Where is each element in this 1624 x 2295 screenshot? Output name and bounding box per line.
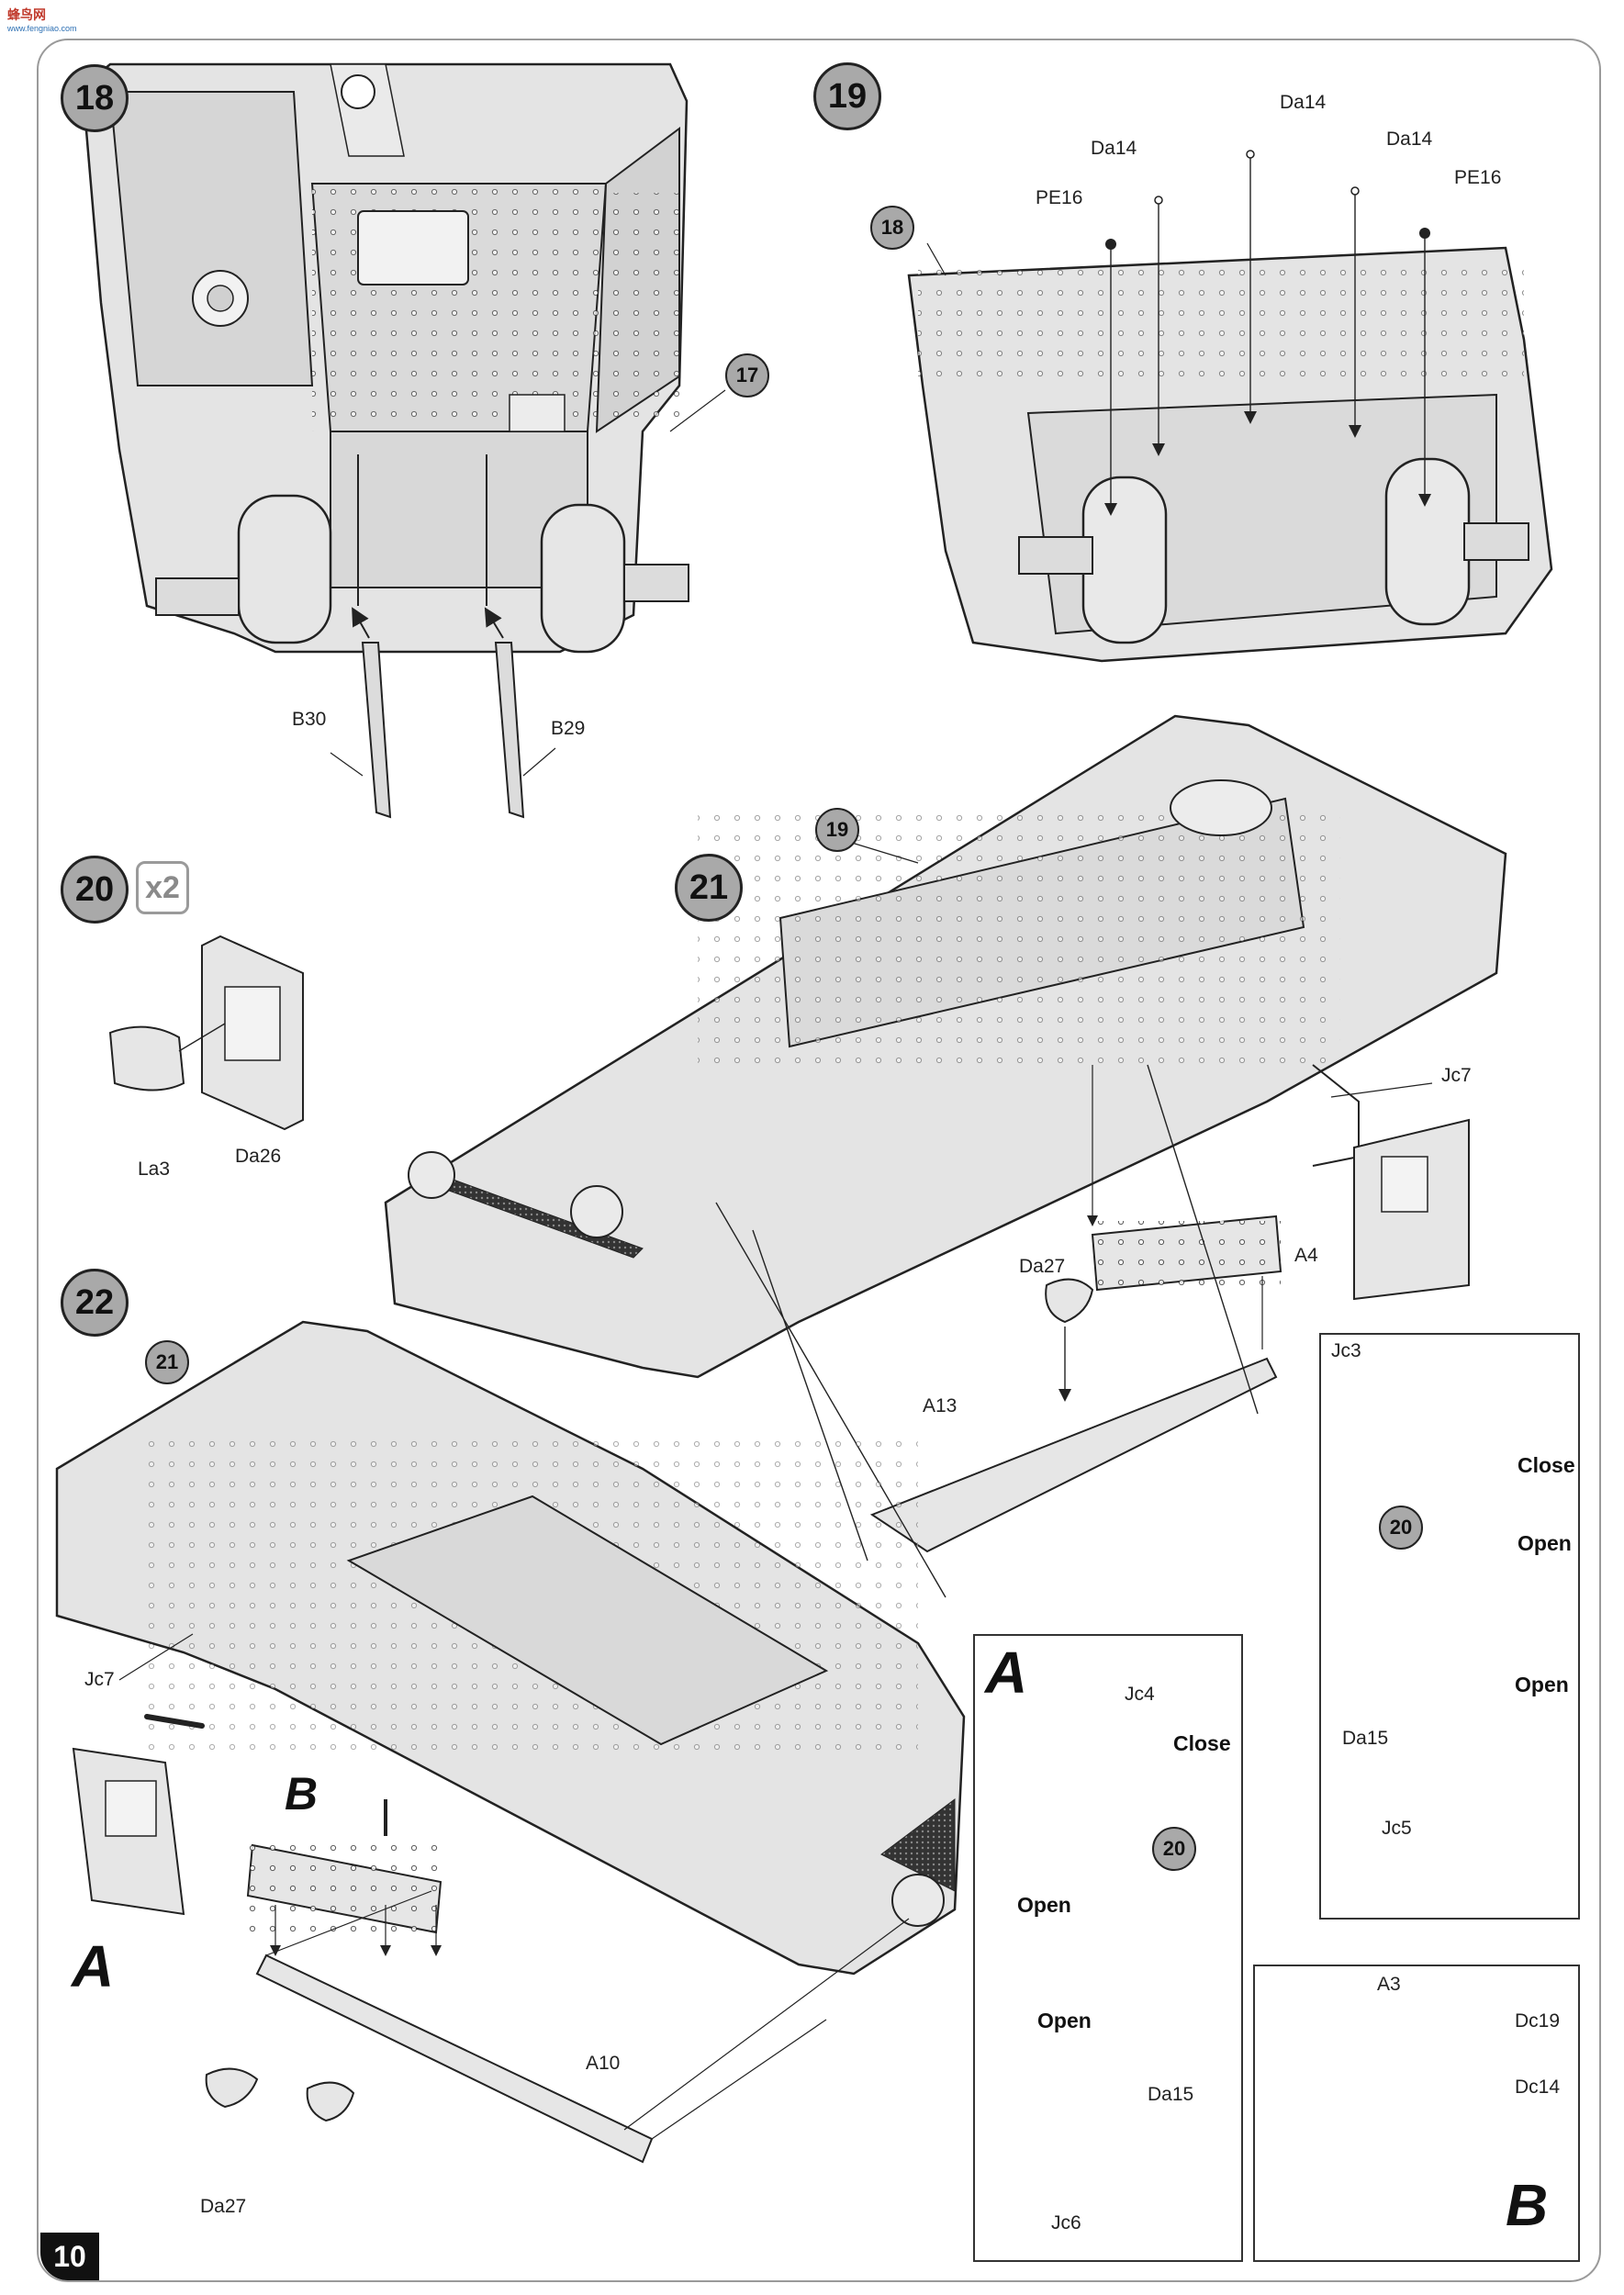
part-label-la3: La3: [138, 1159, 171, 1180]
step-18-badge: 18: [61, 64, 129, 132]
part-label-da27-1: Da27: [1019, 1256, 1066, 1277]
letter-b-hull: B: [285, 1768, 319, 1819]
step22-illustration: [55, 1320, 966, 2164]
part-label-jc4: Jc4: [1125, 1684, 1155, 1705]
part-label-da14-1: Da14: [1091, 138, 1137, 159]
part-label-jc6: Jc6: [1051, 2212, 1081, 2233]
part-label-da15-1: Da15: [1342, 1728, 1389, 1749]
part-label-dc14: Dc14: [1515, 2077, 1561, 2098]
letter-b-detail: B: [1506, 2172, 1549, 2238]
part-label-da26: Da26: [235, 1146, 282, 1167]
step-21-badge: 21: [675, 854, 743, 922]
part-label-pe16-1: PE16: [1036, 187, 1083, 208]
part-label-b30: B30: [292, 709, 327, 730]
part-label-dc19: Dc19: [1515, 2010, 1561, 2032]
label-open-3: Open: [1017, 1893, 1071, 1917]
ref-step-20-b: 20: [1152, 1827, 1196, 1871]
ref-step-18: 18: [870, 206, 914, 250]
part-label-a13: A13: [923, 1395, 958, 1416]
step20-illustration: [108, 935, 304, 1131]
quantity-multiplier: x2: [136, 861, 189, 914]
label-close-1: Close: [1518, 1453, 1575, 1477]
letter-a-detail: A: [985, 1640, 1028, 1706]
part-label-a4: A4: [1294, 1245, 1318, 1266]
part-label-jc7-1: Jc7: [1441, 1065, 1472, 1086]
detail-box-jc3: [1319, 1333, 1580, 1920]
label-open-2: Open: [1515, 1673, 1569, 1696]
part-label-da15-2: Da15: [1148, 2084, 1194, 2105]
part-label-pe16-2: PE16: [1454, 167, 1502, 188]
step19-illustration: [907, 150, 1553, 663]
step-22-badge: 22: [61, 1269, 129, 1337]
step21-illustration: [384, 714, 1507, 1598]
ref-step-21: 21: [145, 1340, 189, 1384]
detail-box-a: [973, 1634, 1243, 2262]
step-20-badge: 20: [61, 856, 129, 924]
part-label-a3: A3: [1377, 1974, 1401, 1995]
label-close-2: Close: [1173, 1731, 1231, 1755]
part-label-da14-2: Da14: [1280, 92, 1327, 113]
step18-illustration: [81, 62, 726, 819]
part-label-a10: A10: [586, 2053, 621, 2074]
detail-box-b: [1253, 1965, 1580, 2262]
part-label-da27-2: Da27: [200, 2196, 247, 2217]
label-open-4: Open: [1037, 2009, 1092, 2032]
part-label-jc5: Jc5: [1382, 1818, 1412, 1839]
ref-step-17: 17: [725, 353, 769, 397]
ref-step-20-a: 20: [1379, 1506, 1423, 1550]
step-19-badge: 19: [813, 62, 881, 130]
label-open-1: Open: [1518, 1531, 1572, 1555]
part-label-da14-3: Da14: [1386, 129, 1433, 150]
part-label-b29: B29: [551, 718, 586, 739]
ref-step-19: 19: [815, 808, 859, 852]
part-label-jc7-2: Jc7: [84, 1669, 115, 1690]
part-label-jc3: Jc3: [1331, 1340, 1361, 1361]
page-number: 10: [40, 2233, 99, 2280]
letter-a-hull: A: [72, 1933, 115, 1999]
